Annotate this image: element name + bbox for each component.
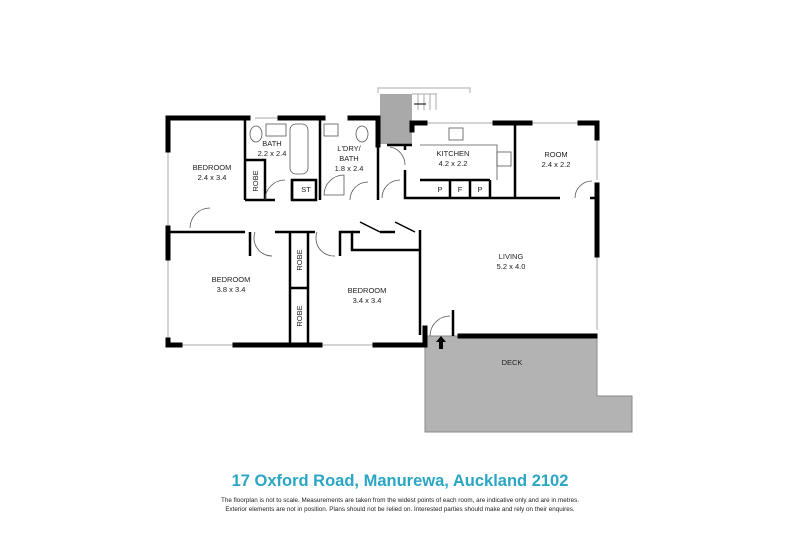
room-size: 3.8 x 3.4	[217, 285, 246, 294]
exterior-walls	[165, 115, 600, 348]
room-name: BEDROOM	[348, 286, 387, 295]
interior-walls	[168, 118, 597, 345]
room-size: 2.4 x 2.2	[542, 160, 571, 169]
fixtures	[189, 123, 593, 337]
room-name: L'DRY/	[337, 144, 361, 153]
room-size: 1.8 x 2.4	[335, 164, 364, 173]
robe-label: ROBE	[295, 305, 304, 326]
deck-area	[424, 335, 633, 433]
storage-label: ST	[301, 185, 311, 194]
room-name: BATH	[262, 139, 281, 148]
fridge-label: F	[458, 185, 463, 194]
room-name: BEDROOM	[193, 163, 232, 172]
room-size: 4.2 x 2.2	[439, 159, 468, 168]
room-size: 3.4 x 3.4	[353, 296, 382, 305]
room-name: DECK	[502, 358, 523, 367]
robe-label: ROBE	[251, 170, 260, 191]
room-size: 2.4 x 3.4	[198, 173, 227, 182]
room-name: BATH	[339, 154, 358, 163]
disclaimer-line: The floorplan is not to scale. Measureme…	[220, 497, 580, 504]
room-size: 2.2 x 2.4	[258, 149, 287, 158]
robe-label: ROBE	[295, 249, 304, 270]
disclaimer-line: Exterior elements are not in position. P…	[225, 506, 575, 513]
pantry-label: P	[437, 185, 442, 194]
stairs-icon	[377, 87, 471, 110]
room-name: LIVING	[499, 252, 524, 261]
room-name: KITCHEN	[437, 149, 470, 158]
entry-arrow-icon	[436, 336, 446, 349]
property-address: 17 Oxford Road, Manurewa, Auckland 2102	[231, 472, 569, 490]
room-name: BEDROOM	[212, 275, 251, 284]
stair-landing	[380, 94, 412, 144]
room-size: 5.2 x 4.0	[497, 262, 526, 271]
room-name: ROOM	[544, 150, 567, 159]
pantry-label: P	[477, 185, 482, 194]
